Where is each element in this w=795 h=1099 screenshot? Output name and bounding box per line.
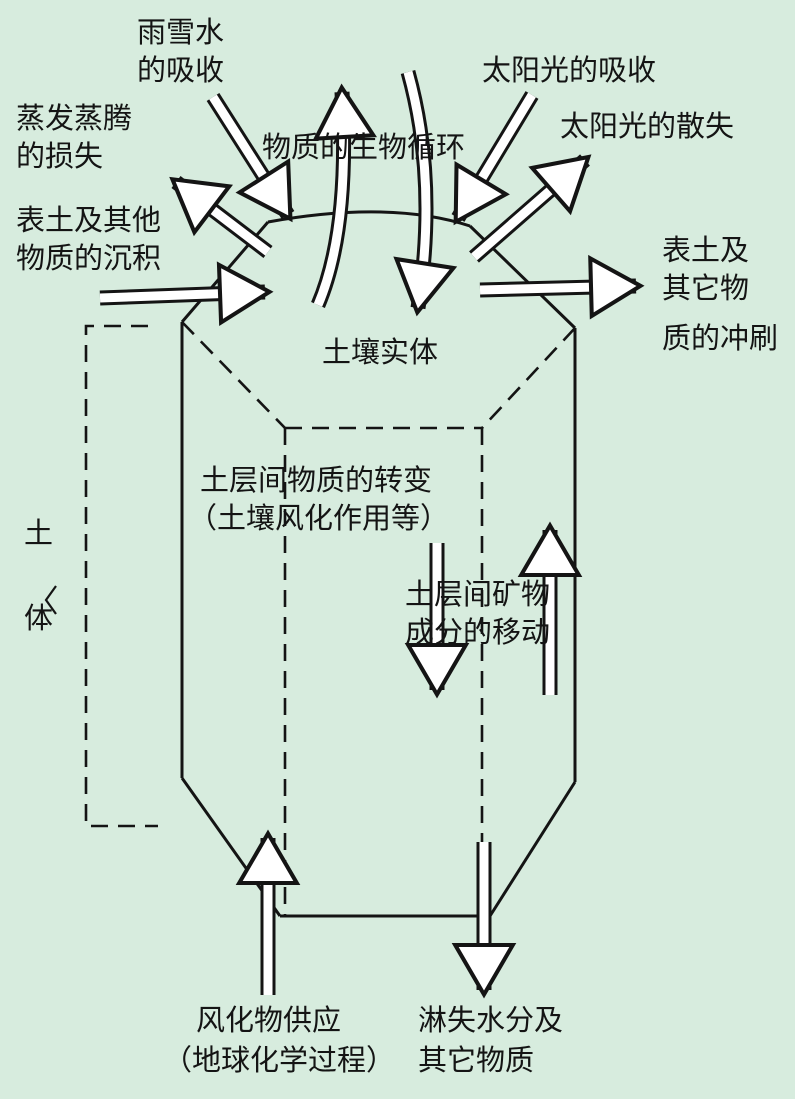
arrow-precipitation-absorb (206, 92, 295, 223)
bracket-tick (44, 585, 57, 615)
label-soil-body: 土 体 (24, 516, 62, 635)
label-evaporation: 蒸发蒸腾 的损失 (16, 101, 141, 173)
process-arrows (99, 69, 645, 999)
label-soil-entity: 土壤实体 (322, 335, 438, 369)
soil-body-bracket (84, 324, 158, 828)
label-supply: 风化物供应 （地球化学过程） (163, 1003, 395, 1077)
label-erosion: 表土及 其它物 质的冲刷 (662, 233, 778, 355)
label-biocycle: 物质的生物循环 (262, 130, 465, 164)
arrow-biocycle-up (311, 83, 377, 308)
label-solar-loss: 太阳光的散失 (560, 109, 734, 143)
label-leaching: 淋失水分及 其它物质 (418, 1003, 572, 1077)
arrow-biocycle-down (393, 69, 458, 317)
arrow-solar-absorb (451, 91, 539, 226)
label-transformation: 土层间物质的转变 （土壤风化作用等） (188, 463, 449, 535)
arrow-erosion-out (479, 254, 645, 320)
diagram-labels: 蒸发蒸腾 的损失 雨雪水 的吸收 物质的生物循环 太阳光的吸收 太阳光的散失 表… (16, 15, 778, 1077)
arrow-deposition-in (99, 261, 274, 327)
label-precipitation: 雨雪水 的吸收 (137, 15, 233, 87)
arrow-solar-loss (469, 154, 592, 263)
label-migration: 土层间矿物 成分的移动 (405, 577, 559, 649)
label-solar-absorb: 太阳光的吸收 (482, 53, 656, 87)
arrow-evaporation-loss (169, 176, 273, 258)
label-deposition: 表土及其他 物质的沉积 (16, 203, 170, 275)
soil-body-outline (180, 210, 577, 918)
